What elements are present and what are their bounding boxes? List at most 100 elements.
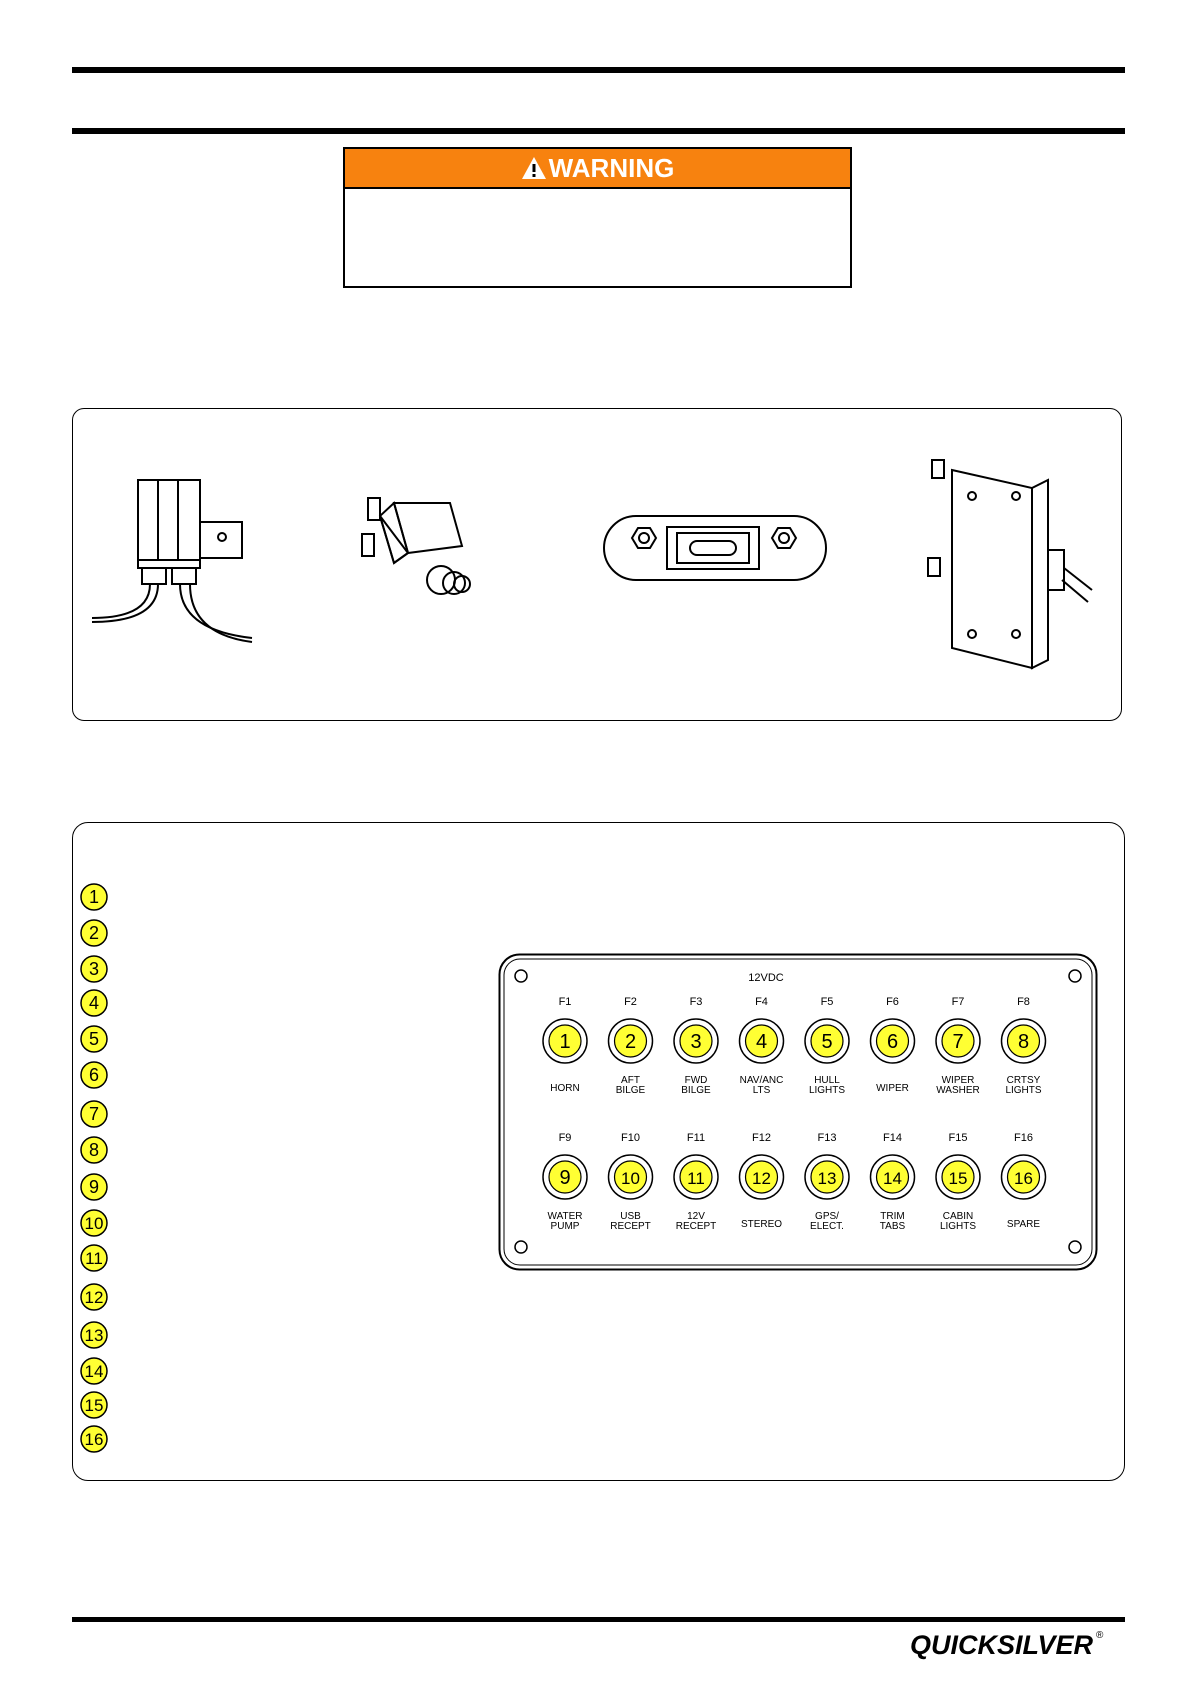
fuse-id-label: F16 <box>1014 1132 1033 1144</box>
fuse-callout-number: 8 <box>1018 1031 1029 1053</box>
fuse-callout-circle <box>548 1024 582 1058</box>
callout-2: 2 <box>80 919 108 947</box>
fuse-callout-number: 6 <box>887 1031 898 1053</box>
fuse-callout-number: 4 <box>756 1031 767 1053</box>
fuse-callout-circle <box>1006 1024 1041 1058</box>
svg-text:1: 1 <box>89 887 99 907</box>
fuse-callout-number: 16 <box>1014 1169 1033 1188</box>
fuse-id-label: F2 <box>624 996 637 1008</box>
fuse-function-label: LIGHTS <box>1005 1085 1041 1096</box>
svg-text:16: 16 <box>85 1430 104 1449</box>
svg-text:12: 12 <box>85 1288 104 1307</box>
fuse-bezel <box>1000 1018 1047 1064</box>
mount-hole-top-right <box>1068 969 1082 983</box>
callout-1: 1 <box>80 883 108 911</box>
warning-header: WARNING <box>345 149 850 189</box>
fuse-id-label: F11 <box>687 1132 705 1144</box>
fuse-function-label: ELECT. <box>810 1221 844 1232</box>
warning-title: WARNING <box>548 152 675 183</box>
panel-voltage-label: 12VDC <box>748 972 784 984</box>
fuse-id-label: F12 <box>752 1132 771 1144</box>
fuse-bezel <box>1000 1154 1047 1200</box>
fuse-callout-number: 10 <box>621 1169 640 1188</box>
fuse-callout-circle <box>941 1024 975 1058</box>
callout-11: 11 <box>80 1244 108 1272</box>
strip-fuse-illustration <box>603 515 827 581</box>
fuse-bezel <box>869 1018 916 1064</box>
fuse-function-label: AFT <box>621 1075 640 1086</box>
fuse-function-label: TRIM <box>880 1211 904 1222</box>
warning-triangle-icon <box>521 157 546 179</box>
fuse-function-label: WIPER <box>876 1083 909 1094</box>
fuse-bezel <box>542 1154 588 1200</box>
fuse-bezel <box>804 1154 850 1200</box>
callout-9: 9 <box>80 1173 108 1201</box>
callout-3: 3 <box>80 955 108 983</box>
fuse-function-label: CRTSY <box>1007 1075 1041 1086</box>
svg-text:11: 11 <box>85 1249 103 1268</box>
fuse-id-label: F5 <box>821 996 834 1008</box>
fuse-id-label: F4 <box>755 996 768 1008</box>
fuse-bezel <box>673 1154 719 1200</box>
fuse-function-label: 12V <box>687 1211 705 1222</box>
svg-text:6: 6 <box>89 1065 99 1085</box>
fuse-function-label: PUMP <box>551 1221 580 1232</box>
svg-text:10: 10 <box>85 1214 104 1233</box>
svg-text:8: 8 <box>89 1140 99 1160</box>
fuse-callout-circle <box>613 1160 648 1194</box>
brand-name: QUICKSILVER <box>910 1630 1094 1660</box>
fuse-holder-illustration <box>91 479 253 643</box>
svg-text:7: 7 <box>89 1104 99 1124</box>
callout-7: 7 <box>80 1100 108 1128</box>
callout-12: 12 <box>80 1283 108 1311</box>
fuse-callout-number: 14 <box>883 1169 902 1188</box>
fuse-callout-circle <box>941 1160 975 1194</box>
fuse-function-label: RECEPT <box>610 1221 651 1232</box>
fuse-function-label: LIGHTS <box>809 1085 845 1096</box>
components-illustration <box>91 459 1093 670</box>
fuse-callout-number: 15 <box>949 1169 968 1188</box>
fuse-callout-number: 9 <box>559 1167 570 1189</box>
callout-10: 10 <box>80 1209 108 1237</box>
warning-box: WARNING <box>343 147 852 288</box>
callout-5: 5 <box>80 1025 108 1053</box>
fuse-function-label: BILGE <box>616 1085 646 1096</box>
fuse-id-label: F10 <box>621 1132 640 1144</box>
quicksilver-logo: QUICKSILVER® <box>910 1630 1103 1661</box>
fuse-function-label: HORN <box>550 1083 579 1094</box>
fuse-callout-number: 13 <box>818 1169 837 1188</box>
toggle-breaker-illustration <box>927 459 1093 670</box>
fuse-bezel <box>935 1018 981 1064</box>
fuse-callout-circle <box>810 1160 844 1194</box>
fuse-id-label: F3 <box>690 996 703 1008</box>
svg-text:2: 2 <box>89 923 99 943</box>
fuse-panel-frame <box>72 822 1125 1481</box>
fuse-function-label: TABS <box>880 1221 906 1232</box>
fuse-function-label: LIGHTS <box>940 1221 976 1232</box>
fuse-function-label: WASHER <box>936 1085 980 1096</box>
fuse-id-label: F14 <box>883 1132 902 1144</box>
fuse-callout-number: 12 <box>752 1169 771 1188</box>
callout-6: 6 <box>80 1061 108 1089</box>
fuse-callout-circle <box>679 1160 713 1194</box>
fuse-callout-circle <box>875 1160 910 1194</box>
callout-13: 13 <box>80 1321 108 1349</box>
fuse-bezel <box>607 1018 654 1064</box>
fuse-callout-number: 5 <box>821 1031 832 1053</box>
fuse-callout-circle <box>679 1024 713 1058</box>
fuse-function-label: NAV/ANC <box>740 1075 784 1086</box>
fuse-id-label: F9 <box>559 1132 572 1144</box>
